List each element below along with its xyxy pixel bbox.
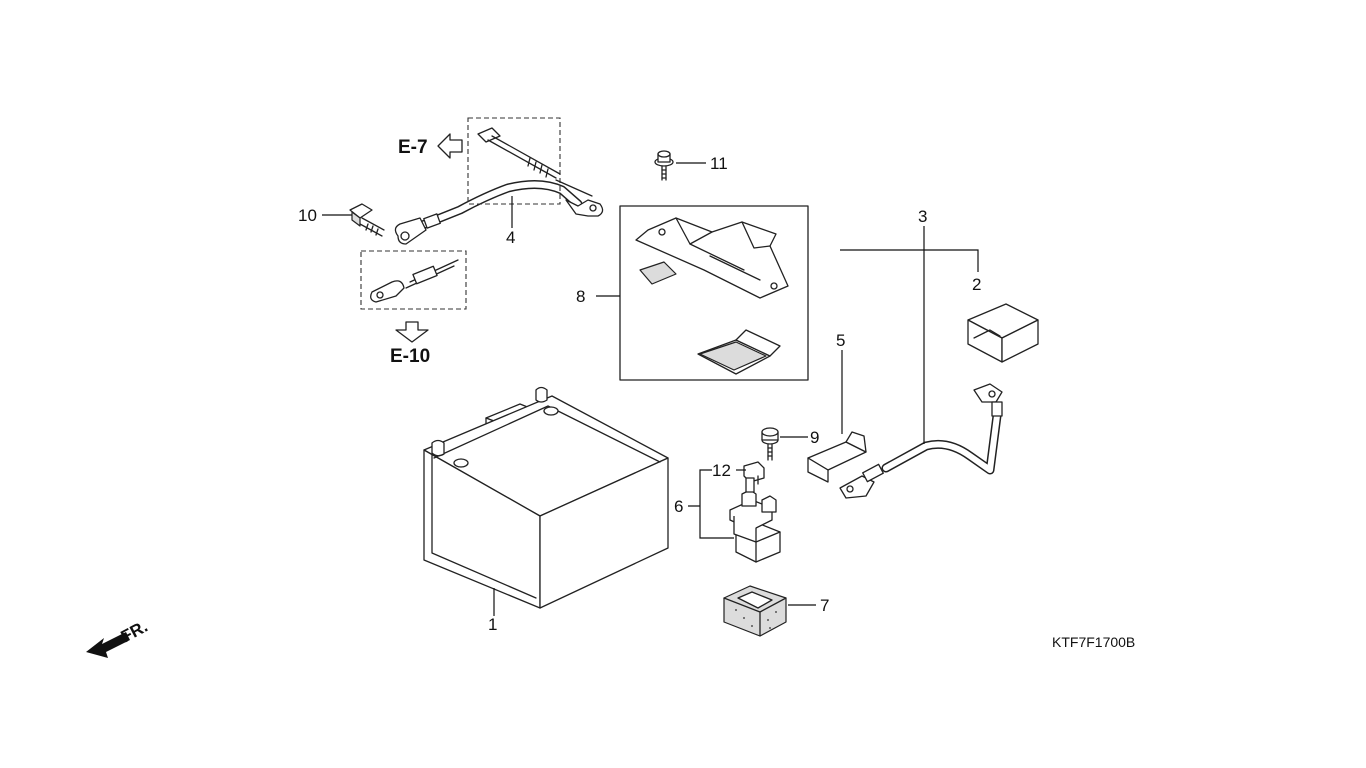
e10-cable-detail [370, 259, 459, 303]
terminal-cover [967, 303, 1039, 363]
front-arrow [86, 632, 130, 658]
label-11: 11 [710, 154, 728, 173]
ref-e10: E-10 [390, 346, 430, 367]
label-10: 10 [298, 206, 317, 225]
e7-detail-box [467, 117, 561, 205]
ref-e7: E-7 [398, 137, 428, 158]
negative-cable [839, 383, 1003, 499]
relay-rubber [723, 585, 787, 637]
label-2: 2 [972, 275, 981, 294]
relay-cover [807, 431, 867, 483]
battery [423, 386, 669, 609]
bolt-10 [349, 203, 385, 237]
label-8: 8 [576, 287, 585, 306]
e10-detail-box [360, 250, 467, 310]
label-7: 7 [820, 596, 829, 615]
label-6: 6 [674, 497, 683, 516]
positive-cable-bolt [477, 127, 593, 197]
e7-arrow [437, 133, 463, 159]
positive-cable [394, 180, 604, 245]
fuse-12 [743, 461, 765, 487]
battery-cover-assy [619, 205, 809, 381]
label-12: 12 [712, 461, 731, 480]
label-3: 3 [918, 207, 927, 226]
diagram-code: KTF7F1700B [1052, 634, 1135, 650]
label-1: 1 [488, 615, 497, 634]
label-4: 4 [506, 228, 515, 247]
e10-arrow [395, 321, 429, 343]
screw-9 [761, 427, 779, 461]
label-5: 5 [836, 331, 845, 350]
leader-lines [322, 162, 979, 616]
label-9: 9 [810, 428, 819, 447]
bolt-11 [654, 150, 674, 181]
starter-relay [729, 477, 781, 563]
